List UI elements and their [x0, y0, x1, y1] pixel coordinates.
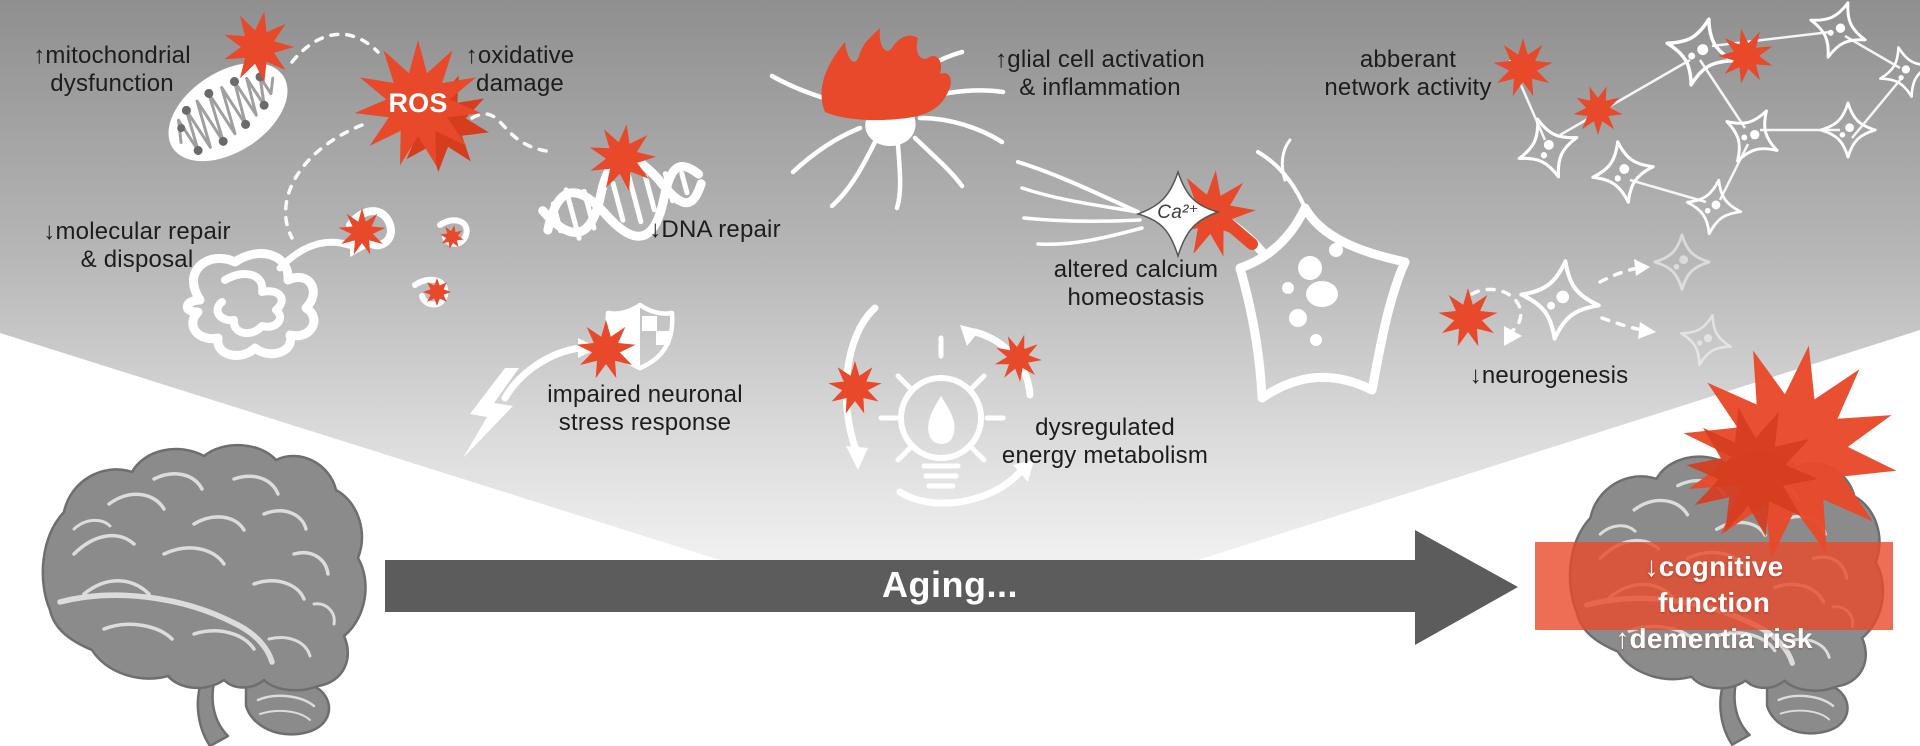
neuron-calcium-icon — [1016, 138, 1410, 403]
label-outcome: ↓cognitive function ↑dementia risk — [1615, 551, 1813, 654]
flame-icon — [821, 28, 951, 121]
ca-cell — [1135, 169, 1221, 259]
label-calcium-homeostasis: altered calcium homeostasis — [1053, 256, 1219, 312]
misfolded-protein-icon — [182, 207, 470, 360]
label-aging: Aging... — [882, 564, 1018, 605]
outcome-overlay — [1535, 345, 1897, 630]
damage-starburst-icon — [1686, 407, 1818, 537]
damage-starburst-icon — [440, 225, 464, 249]
label-network-activity: abberant network activity — [1324, 46, 1492, 102]
arrow-head — [1634, 259, 1650, 276]
arrow-head — [960, 325, 980, 346]
outcome-box — [1535, 542, 1893, 630]
damage-starburst-icon — [828, 361, 882, 414]
label-oxidative-damage: ↑oxidative damage — [465, 42, 575, 98]
neurogenesis-cell-icon — [1438, 233, 1739, 373]
label-neurogenesis: ↓neurogenesis — [1469, 362, 1629, 389]
damage-starburst-icon — [1438, 288, 1498, 347]
damage-starburst-icon — [1493, 38, 1553, 97]
lightning-icon — [463, 368, 519, 458]
dna-helix-icon — [538, 124, 706, 241]
damage-starburst-icon — [338, 208, 386, 255]
label-dna-repair: ↓DNA repair — [649, 216, 781, 243]
label-energy-metabolism: dysregulated energy metabolism — [1001, 414, 1209, 470]
label-ca-ion: Ca²⁺ — [1157, 202, 1199, 223]
stress-response-icons — [463, 302, 675, 458]
damage-starburst-icon — [576, 320, 636, 379]
arrow-head — [1504, 326, 1522, 346]
label-stress-response: impaired neuronal stress response — [547, 381, 743, 437]
mitochondrion-icon — [168, 11, 294, 162]
damage-starburst-icon — [1573, 86, 1623, 135]
arrow-head — [846, 446, 868, 470]
shield-icon — [605, 302, 675, 371]
arrow-head — [1638, 322, 1656, 339]
damage-starburst-icon — [423, 278, 451, 306]
aging-funnel-background — [0, 0, 1920, 560]
label-mitochondrial-dysfunction: ↑mitochondrial dysfunction — [33, 42, 191, 98]
label-ros: ROS — [388, 88, 448, 118]
damage-starburst-icon — [224, 11, 294, 83]
damage-starburst-icon — [994, 334, 1042, 382]
dashed-connectors — [283, 32, 557, 240]
arrow-head — [1013, 460, 1034, 482]
brain-young-icon — [43, 445, 366, 746]
microglia-flame-icon — [769, 28, 1006, 211]
lightbulb-flame-icon — [828, 304, 1042, 507]
label-molecular-repair: ↓molecular repair & disposal — [43, 218, 231, 274]
damage-starburst-icon — [1718, 28, 1773, 84]
ros-starburst-icon — [354, 40, 489, 172]
label-glial-activation: ↑glial cell activation & inflammation — [995, 46, 1205, 102]
neuron-network-icon — [1493, 0, 1920, 240]
damage-starburst-icon — [589, 124, 656, 192]
aging-arrow-icon — [385, 530, 1518, 645]
